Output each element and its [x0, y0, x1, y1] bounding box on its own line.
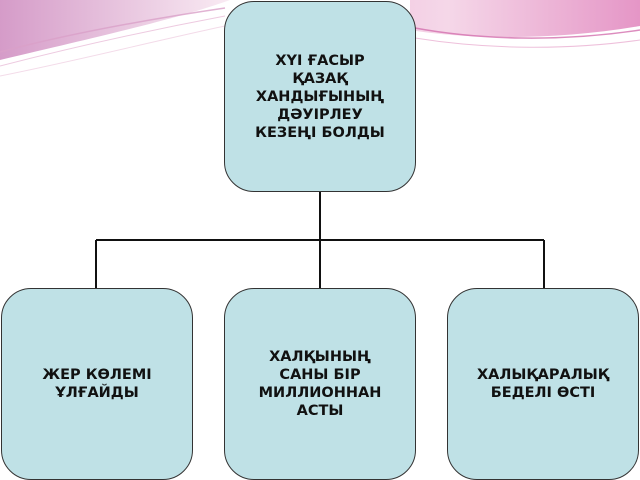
diagram-node-population: ХАЛҚЫНЫҢ САНЫ БІР МИЛЛИОННАН АСТЫ [224, 288, 416, 480]
diagram-node-root-label: XYI ҒАСЫР ҚАЗАҚ ХАНДЫҒЫНЫҢ ДӘУІРЛЕУ КЕЗЕ… [255, 52, 385, 141]
diagram-node-population-label: ХАЛҚЫНЫҢ САНЫ БІР МИЛЛИОННАН АСТЫ [258, 349, 382, 419]
diagram-node-territory-label: ЖЕР КӨЛЕМІ ҰЛҒАЙДЫ [42, 367, 152, 401]
diagram-node-territory: ЖЕР КӨЛЕМІ ҰЛҒАЙДЫ [1, 288, 193, 480]
diagram-node-prestige-label: ХАЛЫҚАРАЛЫҚ БЕДЕЛІ ӨСТІ [476, 367, 610, 401]
diagram-node-prestige: ХАЛЫҚАРАЛЫҚ БЕДЕЛІ ӨСТІ [447, 288, 639, 480]
diagram-node-root: XYI ҒАСЫР ҚАЗАҚ ХАНДЫҒЫНЫҢ ДӘУІРЛЕУ КЕЗЕ… [224, 1, 416, 192]
